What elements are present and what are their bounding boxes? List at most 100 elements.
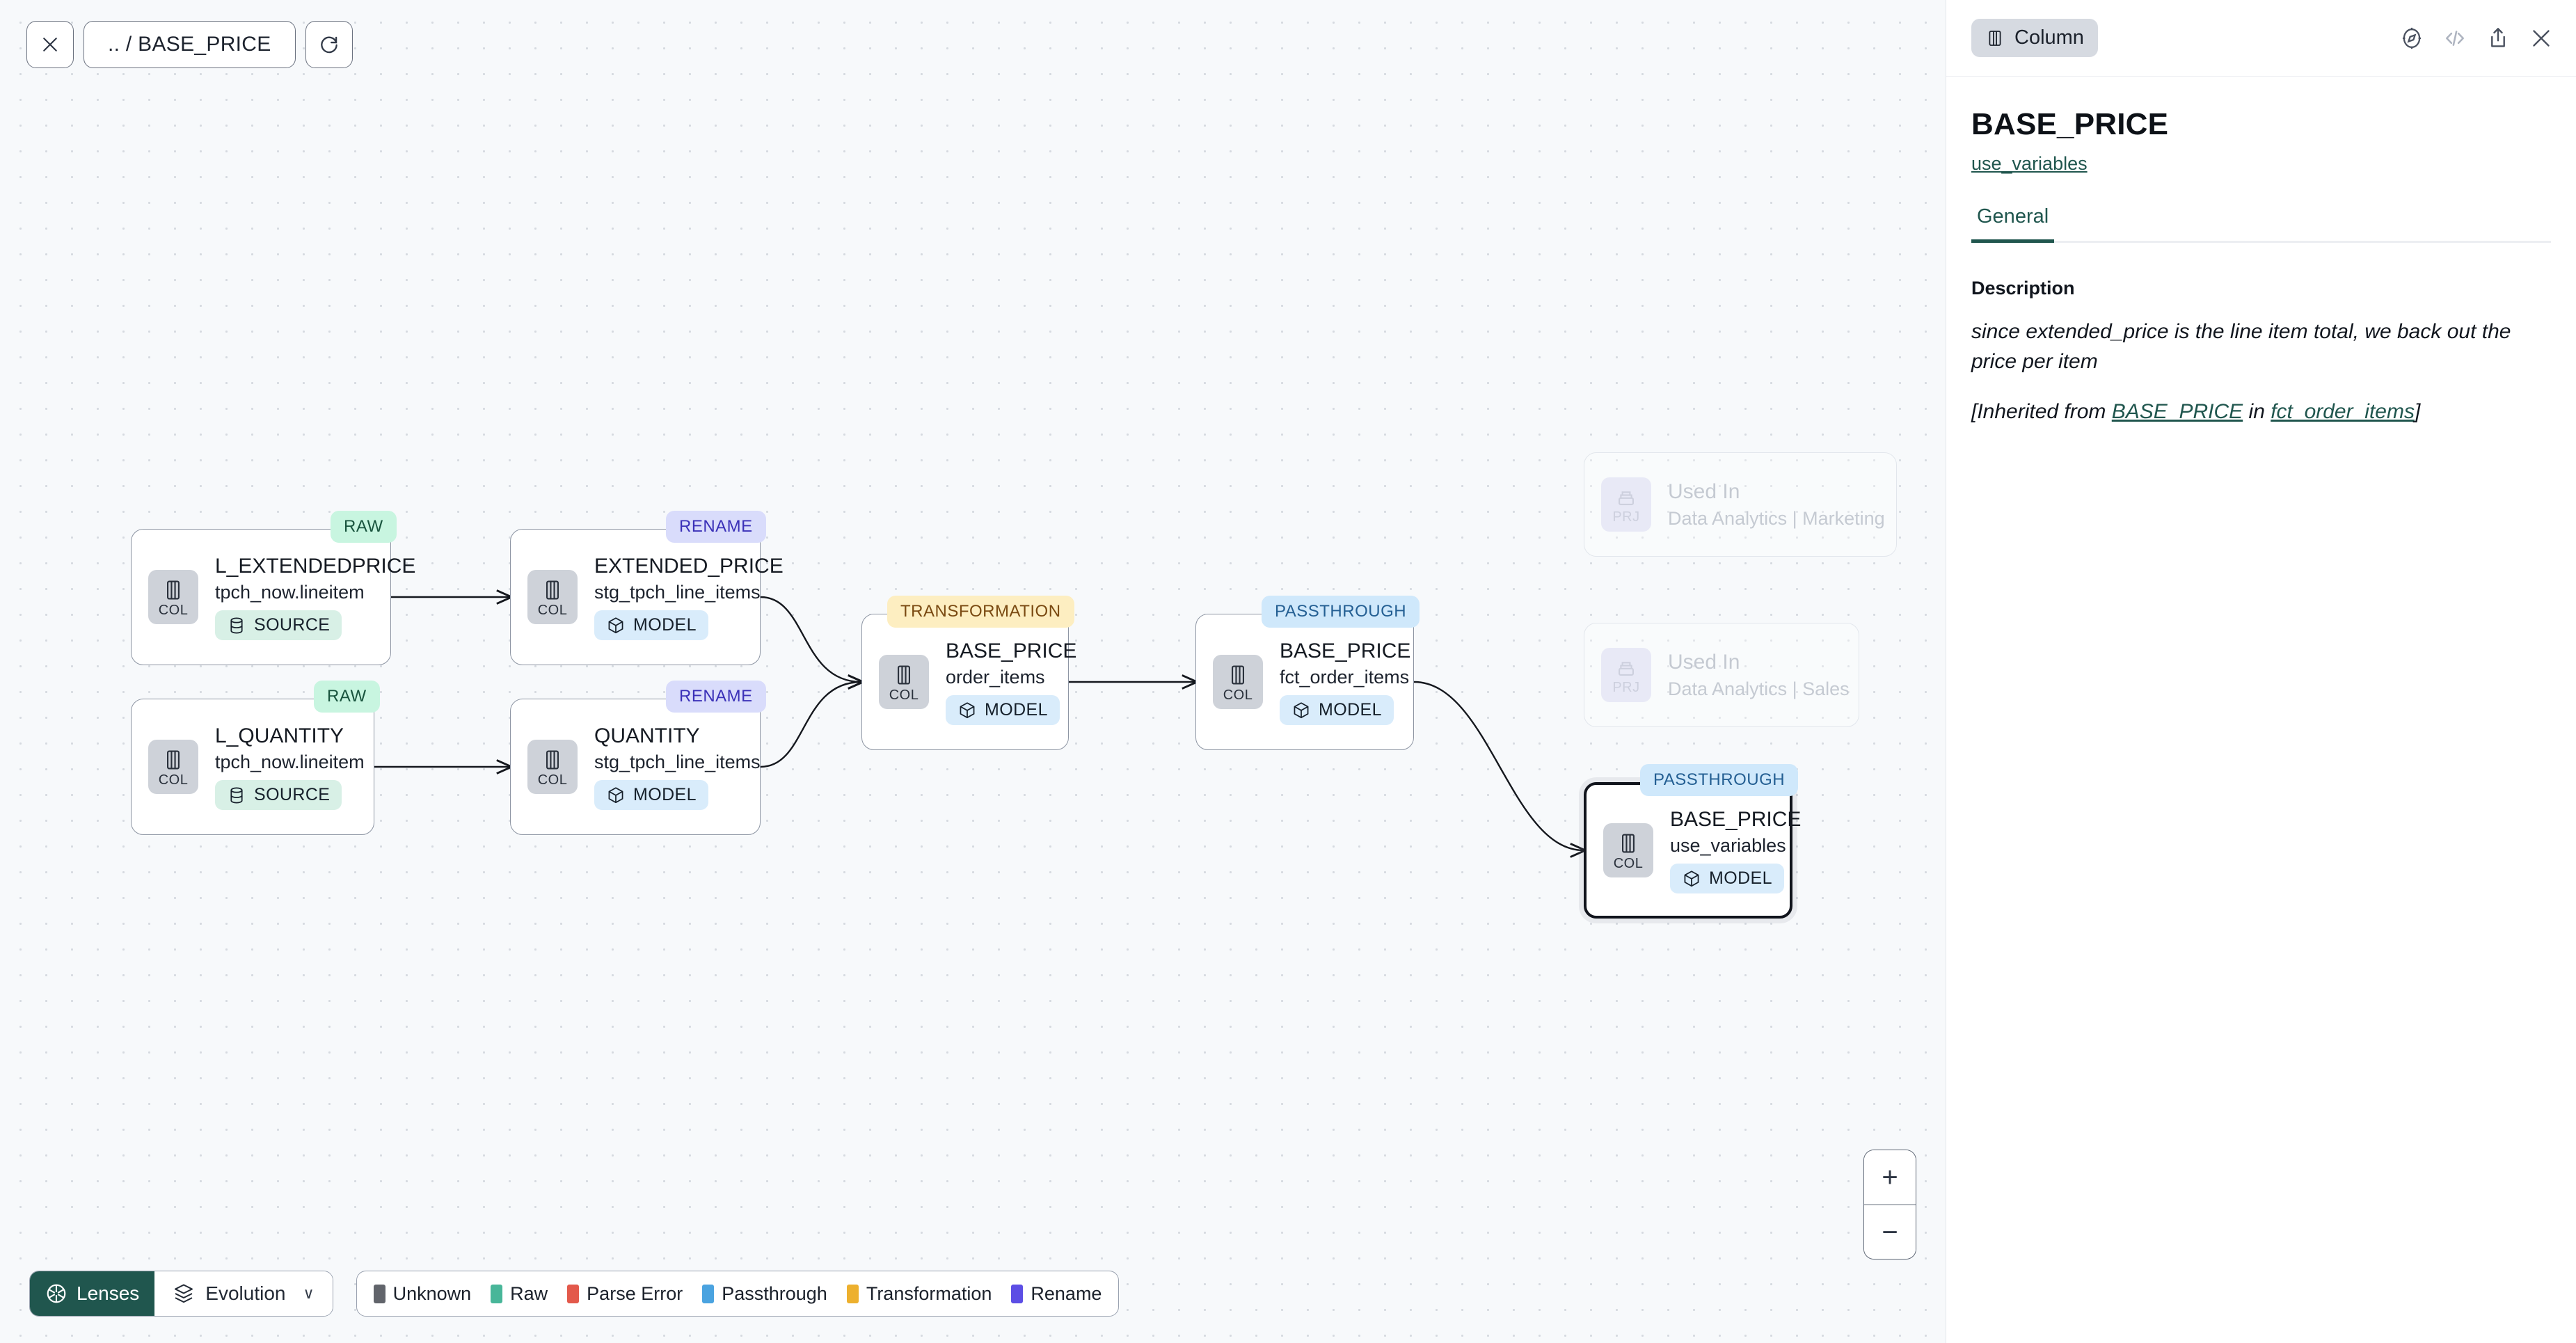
evolution-button[interactable]: Evolution ∨ [154, 1271, 333, 1316]
legend-item-unknown: Unknown [373, 1282, 472, 1305]
inherited-model-link[interactable]: fct_order_items [2271, 400, 2415, 424]
node-title: L_QUANTITY [215, 724, 344, 747]
legend-item-transformation: Transformation [846, 1283, 992, 1305]
node-kind-label: MODEL [633, 785, 697, 805]
legend-swatch [1011, 1284, 1024, 1303]
lineage-canvas[interactable]: .. / BASE_PRICE [0, 0, 1946, 1343]
legend-label: Passthrough [722, 1282, 827, 1304]
node-type-icon: COL [1213, 655, 1263, 709]
lenses-button[interactable]: Lenses [30, 1271, 155, 1316]
legend-label: Rename [1031, 1282, 1102, 1304]
node-subtitle: use_variables [1670, 835, 1786, 856]
node-type-icon: COL [527, 740, 578, 794]
node-kind-chip: MODEL [946, 695, 1060, 726]
legend-swatch [846, 1284, 859, 1303]
zoom-out-button[interactable]: − [1864, 1205, 1916, 1259]
node-type-icon: COL [148, 740, 198, 794]
node-badge-l_quantity: RAW [314, 681, 380, 713]
edge-qty-to-orderitems [760, 682, 861, 768]
inherited-column-link[interactable]: BASE_PRICE [2111, 400, 2243, 424]
node-type-label: COL [537, 602, 568, 618]
node-type-icon: COL [148, 570, 198, 624]
explore-icon[interactable] [2399, 26, 2424, 51]
node-kind-label: SOURCE [254, 785, 331, 805]
chevron-down-icon: ∨ [303, 1285, 315, 1302]
close-button[interactable] [26, 21, 74, 68]
node-type-icon: COL [527, 570, 578, 624]
legend-item-passthrough: Passthrough [702, 1283, 827, 1305]
cube-icon [1684, 871, 1699, 887]
column-glyph-icon [546, 580, 559, 600]
description-label: Description [1971, 278, 2075, 299]
breadcrumb[interactable]: .. / BASE_PRICE [84, 21, 296, 68]
inherited-prefix: [Inherited from [1971, 400, 2112, 424]
ghost-node-label: Used In [1668, 651, 1740, 674]
inherited-suffix: ] [2414, 400, 2421, 424]
cube-icon [960, 702, 975, 719]
legend-label: Unknown [392, 1282, 472, 1304]
x-icon [43, 38, 57, 51]
project-glyph-icon [1619, 661, 1634, 676]
node-badge-quantity: RENAME [666, 681, 766, 713]
cube-icon [1294, 702, 1309, 719]
node-kind-label: SOURCE [254, 615, 331, 635]
layers-icon [175, 1284, 193, 1303]
node-subtitle: stg_tpch_line_items [594, 752, 761, 772]
node-type-label: COL [158, 602, 189, 618]
node-type-label: COL [1613, 855, 1644, 871]
node-badge-extended_price: RENAME [666, 511, 766, 543]
edge-fct-to-usevariables [1413, 681, 1584, 850]
tab-general[interactable]: General [1971, 205, 2055, 243]
legend-item-raw: Raw [491, 1283, 548, 1305]
close-panel-icon[interactable] [2529, 26, 2554, 51]
legend-label: Raw [510, 1282, 548, 1304]
node-type-label: COL [1223, 687, 1253, 703]
ghost-node-body: Used In Data Analytics | Sales [1668, 650, 1850, 700]
ghost-node-icon: PRJ [1601, 648, 1651, 702]
bottom-toolbar: Lenses Evolution ∨ Unknown Raw Parse Error… [29, 1271, 1120, 1317]
node-type-icon: COL [879, 655, 929, 709]
ghost-node-name: Data Analytics | Sales [1668, 678, 1850, 699]
node-kind-label: MODEL [633, 615, 697, 635]
node-subtitle: tpch_now.lineitem [215, 582, 365, 603]
node-badge-use_variables: PASSTHROUGH [1640, 764, 1799, 796]
node-kind-chip: MODEL [594, 610, 708, 641]
refresh-button[interactable] [305, 21, 353, 68]
column-glyph-icon [546, 749, 559, 770]
legend-label: Parse Error [587, 1282, 683, 1304]
parent-model-link[interactable]: use_variables [1971, 153, 2088, 174]
node-kind-chip: MODEL [1670, 864, 1784, 894]
database-icon [230, 787, 243, 804]
node-title: QUANTITY [594, 724, 700, 747]
ghost-node-type-label: PRJ [1612, 509, 1640, 525]
column-glyph-icon [167, 749, 180, 770]
node-title: EXTENDED_PRICE [594, 554, 784, 578]
share-icon[interactable] [2486, 26, 2511, 51]
column-glyph-icon [1622, 833, 1635, 853]
cube-icon [608, 787, 623, 804]
code-icon[interactable] [2442, 26, 2467, 51]
node-kind-chip: SOURCE [215, 780, 342, 811]
entity-type-label: Column [2014, 26, 2084, 49]
lenses-label: Lenses [77, 1282, 140, 1304]
details-panel: Column [1946, 0, 2576, 1343]
cube-icon [608, 617, 623, 634]
legend-item-parse-error: Parse Error [567, 1283, 683, 1305]
zoom-in-button[interactable]: + [1864, 1150, 1916, 1205]
entity-type-pill[interactable]: Column [1971, 19, 2098, 57]
canvas-toolbar: .. / BASE_PRICE [26, 21, 353, 68]
